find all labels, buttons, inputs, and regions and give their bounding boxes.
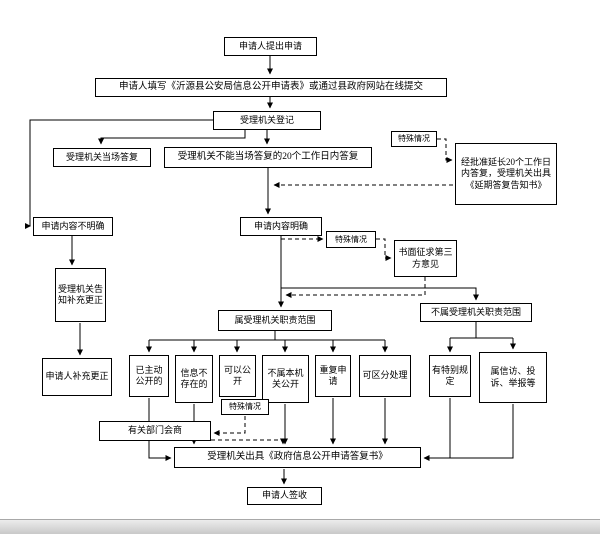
flow-node-reply-20days-label: 受理机关不能当场答复的20个工作日内答复 [177,151,359,162]
flow-node-notify-supplement: 受理机关告知补充更正 [55,268,106,322]
flow-node-special-case-1: 特殊情况 [391,131,437,147]
flow-node-not-this-agency-label: 不属本机关公开 [267,367,304,389]
flow-node-out-of-scope-label: 不属受理机关职责范围 [430,306,521,317]
flow-node-special-provision: 有特别规定 [429,355,471,397]
flow-node-submit-label: 申请人提出申请 [238,40,302,51]
flow-node-extension-label: 经批准延长20个工作日内答复，受理机关出具《延期答复告知书》 [460,157,551,190]
flow-node-not-exist-label: 信息不存在的 [180,367,208,389]
flow-node-applicant-supplement: 申请人补充更正 [42,358,112,396]
flow-node-special-provision-label: 有特别规定 [432,364,469,386]
flow-node-not-exist: 信息不存在的 [175,355,213,403]
flow-node-third-party-label: 书面征求第三方意见 [398,247,453,269]
flow-node-repeat-apply-label: 重复申请 [319,364,347,386]
flow-node-out-of-scope: 不属受理机关职责范围 [420,303,532,322]
flow-node-submit: 申请人提出申请 [224,37,317,56]
flow-node-petition-label: 属信访、投诉、举报等 [490,366,536,388]
flow-node-in-scope-label: 属受理机关职责范围 [234,314,316,325]
flow-node-onspot-reply: 受理机关当场答复 [53,148,151,167]
flow-node-content-clear-label: 申请内容明确 [253,220,308,231]
flow-node-can-disclose: 可以公开 [219,355,256,397]
flow-node-sign-label: 申请人签收 [261,490,307,501]
flow-node-register: 受理机关登记 [213,111,321,130]
flow-node-reply-doc-label: 受理机关出具《政府信息公开申请答复书》 [207,451,388,462]
flow-node-can-disclose-label: 可以公开 [223,364,251,386]
flow-node-reply-20days: 受理机关不能当场答复的20个工作日内答复 [164,147,372,168]
flow-node-notify-supplement-label: 受理机关告知补充更正 [58,283,104,305]
flow-node-special-case-1-label: 特殊情况 [398,134,430,143]
flow-node-third-party: 书面征求第三方意见 [394,240,457,277]
flow-node-special-case-2: 特殊情况 [326,231,376,248]
flow-node-consult: 有关部门会商 [99,421,211,441]
flow-node-sign: 申请人签收 [247,487,322,505]
flow-node-special-case-3: 特殊情况 [221,399,269,415]
flow-node-applicant-supplement-label: 申请人补充更正 [45,371,109,382]
flow-node-special-case-2-label: 特殊情况 [335,234,367,244]
flow-node-separable-label: 可区分处理 [362,370,408,381]
flow-node-repeat-apply: 重复申请 [315,355,351,397]
flow-node-special-case-3-label: 特殊情况 [229,402,261,411]
flow-node-in-scope: 属受理机关职责范围 [218,310,332,331]
flow-node-extension: 经批准延长20个工作日内答复，受理机关出具《延期答复告知书》 [455,143,557,205]
flow-node-already-public-label: 已主动公开的 [135,364,163,386]
flow-node-content-clear: 申请内容明确 [240,217,322,236]
window-bottom-bar [0,519,600,534]
flow-node-separable: 可区分处理 [359,355,411,397]
flow-node-content-unclear: 申请内容不明确 [33,217,113,236]
flow-node-fill-form: 申请人填写《沂源县公安局信息公开申请表》或通过县政府网站在线提交 [95,78,447,97]
flow-node-register-label: 受理机关登记 [239,114,294,125]
flow-node-consult-label: 有关部门会商 [127,425,182,436]
flow-node-petition: 属信访、投诉、举报等 [479,352,547,403]
flow-node-reply-doc: 受理机关出具《政府信息公开申请答复书》 [174,447,421,468]
flow-node-content-unclear-label: 申请内容不明确 [41,220,105,231]
flow-node-already-public: 已主动公开的 [129,355,169,397]
flow-node-not-this-agency: 不属本机关公开 [262,355,309,403]
dashed-connectors [211,138,453,445]
flow-node-onspot-reply-label: 受理机关当场答复 [65,151,138,162]
flow-node-fill-form-label: 申请人填写《沂源县公安局信息公开申请表》或通过县政府网站在线提交 [118,81,423,92]
